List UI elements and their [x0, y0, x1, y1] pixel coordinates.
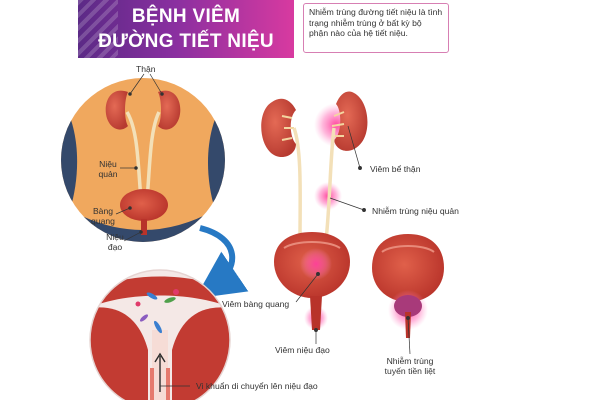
urethra-small	[141, 219, 147, 235]
kidney-left	[105, 90, 128, 130]
banner-stripes-decoration	[78, 0, 118, 58]
zoom-circle-border	[89, 269, 231, 400]
ureter-center-left	[292, 127, 302, 241]
kidney-center-left	[261, 98, 296, 158]
label-urethra-line-1: Niệu	[106, 232, 124, 242]
urethra-center	[310, 296, 322, 330]
title-line-2: ĐƯỜNG TIẾT NIỆU	[98, 31, 274, 52]
urethra-wall-right	[166, 368, 170, 400]
label-cystitis: Viêm bàng quang	[222, 299, 290, 309]
kidney-right	[158, 90, 181, 130]
label-bladder-line-2: quang	[91, 216, 115, 226]
label-prostate-line-2: tuyến tiền liệt	[384, 366, 436, 376]
label-pyelonephritis: Viêm bể thận	[370, 164, 421, 174]
inflammation-bladder	[300, 248, 332, 280]
bacteria-5	[173, 289, 179, 295]
urethra-wall-left	[150, 368, 154, 400]
label-ureter-line-1: Niệu	[99, 159, 117, 169]
infected-urinary-system	[261, 91, 368, 330]
label-urethra: Niệu đạo	[103, 232, 127, 252]
body-shadow-right	[208, 80, 225, 242]
ureter-center-right	[324, 127, 336, 241]
label-ureter-infection: Nhiễm trùng niệu quản	[372, 206, 459, 216]
body-shadow-left	[61, 80, 78, 242]
bacteria-6	[135, 301, 141, 307]
bacteria-1	[146, 292, 158, 300]
definition-box: Nhiễm trùng đường tiết niệu là tình trạn…	[303, 3, 449, 53]
label-urethra-line-2: đạo	[107, 242, 123, 252]
prostate-gland	[394, 295, 422, 317]
label-bacteria-caption: Vi khuẩn di chuyển lên niệu đạo	[196, 381, 318, 391]
bladder-right	[372, 234, 444, 302]
label-kidney: Thận	[136, 64, 156, 74]
label-ureter: Niệu quản	[95, 159, 121, 179]
body-circle-bg	[61, 78, 225, 242]
bladder-small	[120, 189, 168, 221]
urethra-right	[405, 312, 411, 338]
bacteria-2	[164, 297, 176, 303]
condition-pointers	[295, 125, 411, 355]
body-circle	[61, 78, 225, 242]
label-urethritis: Viêm niệu đạo	[275, 345, 330, 355]
bacteria-3	[154, 320, 162, 334]
prostate-bladder	[372, 234, 444, 338]
title-banner: BỆNH VIÊM ĐƯỜNG TIẾT NIỆU	[78, 0, 294, 58]
label-ureter-line-2: quản	[98, 169, 118, 179]
zoom-arrow	[195, 225, 249, 299]
title-line-1: BỆNH VIÊM	[131, 6, 241, 27]
anatomy-pointers	[115, 73, 164, 242]
label-prostate-infection: Nhiễm trùng tuyến tiền liệt	[375, 356, 445, 376]
label-bladder-line-1: Bàng	[92, 206, 114, 216]
label-prostate-line-1: Nhiễm trùng	[386, 356, 434, 366]
label-bladder: Bàng quang	[88, 206, 118, 226]
bacteria-4	[139, 314, 149, 322]
tissue-top	[90, 276, 230, 312]
